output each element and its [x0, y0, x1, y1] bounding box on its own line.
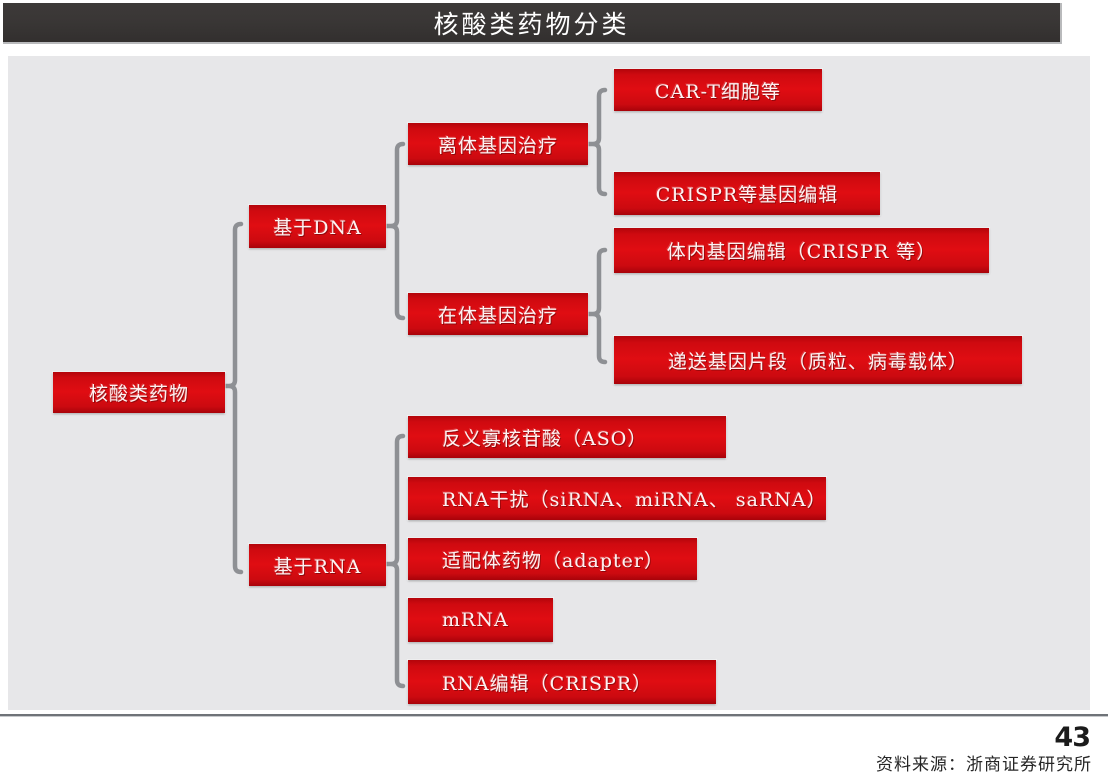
page-title: 核酸类药物分类	[433, 9, 630, 39]
node-rna-interference[interactable]: RNA干扰（siRNA、miRNA、 saRNA）	[408, 477, 826, 520]
node-car-t[interactable]: CAR-T细胞等	[614, 69, 822, 111]
source-note: 资料来源：浙商证券研究所	[876, 755, 1092, 775]
node-branch-rna-label: 基于RNA	[273, 555, 362, 578]
node-root-label: 核酸类药物	[88, 383, 189, 405]
node-branch-dna-label: 基于DNA	[273, 217, 362, 239]
node-in-vivo-gene-editing-label: 体内基因编辑（CRISPR 等）	[666, 241, 937, 263]
node-branch-rna[interactable]: 基于RNA	[249, 544, 386, 586]
node-gene-fragment-delivery[interactable]: 递送基因片段（质粒、病毒载体）	[614, 336, 1022, 384]
diagram-panel: 核酸类药物 基于DNA 基于RNA 离体基因治疗 在体基因治疗 CAR-T细胞等…	[8, 56, 1090, 710]
page-number: 43	[1054, 722, 1091, 753]
brace-root	[221, 221, 244, 575]
node-rna-editing[interactable]: RNA编辑（CRISPR）	[408, 660, 716, 704]
node-in-vivo-gene-therapy[interactable]: 在体基因治疗	[408, 293, 588, 335]
node-aptamer-drug-label: 适配体药物（adapter）	[442, 549, 664, 572]
node-crispr-gene-editing[interactable]: CRISPR等基因编辑	[614, 172, 880, 215]
node-in-vivo-gene-therapy-label: 在体基因治疗	[437, 304, 558, 327]
brace-ex-vivo	[585, 87, 608, 197]
slide-title-bar: 核酸类药物分类	[3, 3, 1062, 44]
node-branch-dna[interactable]: 基于DNA	[249, 205, 386, 248]
node-aptamer-drug[interactable]: 适配体药物（adapter）	[408, 538, 697, 580]
node-crispr-gene-editing-label: CRISPR等基因编辑	[655, 184, 839, 206]
node-mrna-label: mRNA	[442, 609, 509, 631]
node-in-vivo-gene-editing[interactable]: 体内基因编辑（CRISPR 等）	[614, 228, 989, 273]
node-aso[interactable]: 反义寡核苷酸（ASO）	[408, 416, 726, 458]
node-rna-interference-label: RNA干扰（siRNA、miRNA、 saRNA）	[442, 489, 827, 511]
brace-rna	[383, 433, 406, 689]
node-root[interactable]: 核酸类药物	[53, 372, 225, 413]
node-ex-vivo-gene-therapy[interactable]: 离体基因治疗	[408, 123, 588, 165]
brace-dna	[383, 141, 406, 321]
node-rna-editing-label: RNA编辑（CRISPR）	[442, 672, 653, 695]
footer-divider	[0, 714, 1108, 717]
node-car-t-label: CAR-T细胞等	[655, 80, 781, 103]
node-aso-label: 反义寡核苷酸（ASO）	[442, 427, 648, 450]
node-gene-fragment-delivery-label: 递送基因片段（质粒、病毒载体）	[667, 350, 968, 373]
node-mrna[interactable]: mRNA	[408, 598, 553, 642]
node-ex-vivo-gene-therapy-label: 离体基因治疗	[437, 134, 558, 157]
brace-in-vivo	[585, 247, 608, 365]
